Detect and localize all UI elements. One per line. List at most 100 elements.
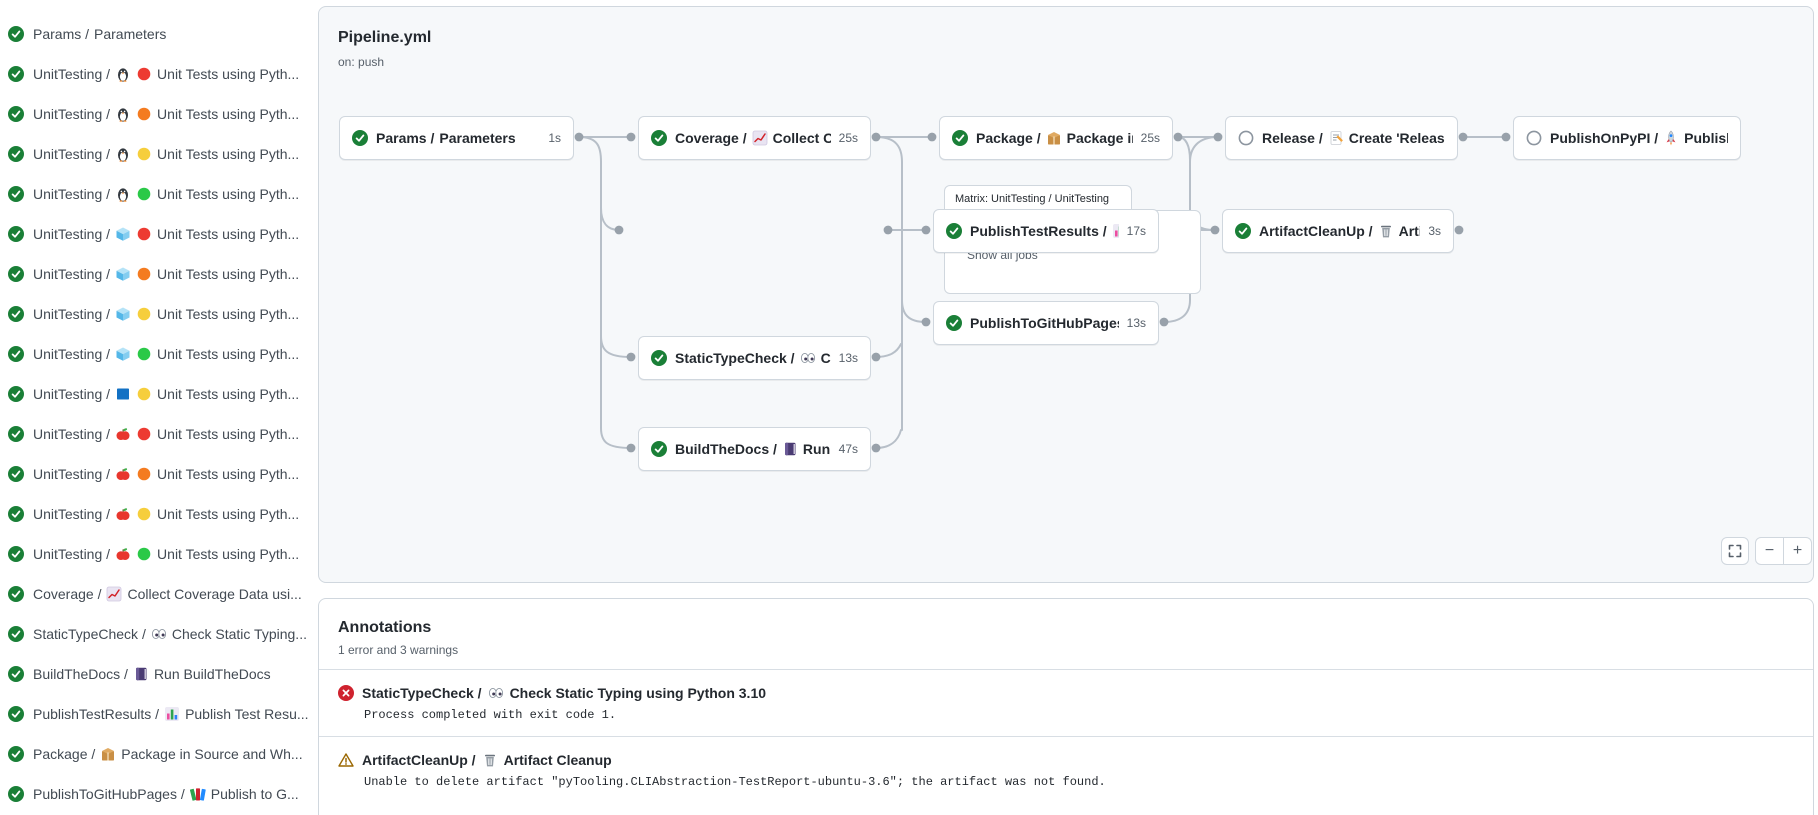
zoom-control-group: − +	[1755, 537, 1812, 565]
sidebar-job-item[interactable]: UnitTesting /Unit Tests using Pyth...	[0, 494, 318, 534]
matrix-tab: Matrix: UnitTesting / UnitTesting	[944, 185, 1132, 211]
sidebar-job-item[interactable]: UnitTesting /Unit Tests using Pyth...	[0, 294, 318, 334]
sidebar-job-label: UnitTesting /Unit Tests using Pyth...	[33, 146, 300, 162]
sidebar-job-label: Params /Parameters	[33, 26, 167, 42]
check-circle-icon	[8, 746, 24, 762]
sidebar-job-item[interactable]: StaticTypeCheck /Check Static Typing...	[0, 614, 318, 654]
check-circle-icon	[8, 786, 24, 802]
zoom-in-button[interactable]: +	[1792, 542, 1803, 559]
annotation-detail: Process completed with exit code 1.	[364, 708, 617, 722]
graph-node-release[interactable]: Release /Create 'Release P...	[1225, 116, 1458, 160]
check-circle-icon	[8, 146, 24, 162]
graph-node-label: Params /Parameters	[376, 130, 516, 146]
sidebar-job-item[interactable]: Coverage /Collect Coverage Data usi...	[0, 574, 318, 614]
sidebar-job-item[interactable]: UnitTesting /Unit Tests using Pyth...	[0, 254, 318, 294]
sidebar-job-label: UnitTesting /Unit Tests using Pyth...	[33, 506, 300, 522]
job-duration: 25s	[1140, 131, 1160, 145]
job-duration: 25s	[838, 131, 858, 145]
book-icon	[782, 441, 798, 457]
check-circle-icon	[8, 186, 24, 202]
rocket-icon	[1663, 130, 1679, 146]
sidebar-job-item[interactable]: UnitTesting /Unit Tests using Pyth...	[0, 454, 318, 494]
check-circle-icon	[8, 346, 24, 362]
ice-cube-icon	[115, 226, 131, 242]
package-icon	[1046, 130, 1062, 146]
fullscreen-button[interactable]	[1721, 537, 1749, 565]
check-circle-icon	[651, 350, 667, 366]
check-circle-icon	[952, 130, 968, 146]
sidebar-job-item[interactable]: Package /Package in Source and Wh...	[0, 734, 318, 774]
sidebar-job-item[interactable]: UnitTesting /Unit Tests using Pyth...	[0, 94, 318, 134]
wastebasket-icon	[482, 752, 498, 768]
eyes-icon	[151, 626, 167, 642]
check-circle-icon	[8, 266, 24, 282]
dot-green-icon	[136, 186, 152, 202]
graph-node-label: Package /Package in So...	[976, 130, 1133, 146]
check-circle-icon	[8, 586, 24, 602]
graph-node-coverage[interactable]: Coverage /Collect Cove... 25s	[638, 116, 871, 160]
zoom-out-button[interactable]: −	[1764, 542, 1775, 559]
sidebar-job-item[interactable]: UnitTesting /Unit Tests using Pyth...	[0, 334, 318, 374]
dot-yellow-icon	[136, 386, 152, 402]
warn-triangle-icon	[338, 752, 354, 768]
books-icon	[189, 786, 206, 802]
dot-red-icon	[136, 426, 152, 442]
graph-node-publishonpypi[interactable]: PublishOnPyPI /Publish to ...	[1513, 116, 1741, 160]
sidebar-job-label: UnitTesting /Unit Tests using Pyth...	[33, 386, 300, 402]
check-circle-icon	[8, 466, 24, 482]
apple-icon	[115, 506, 131, 522]
graph-node-label: Release /Create 'Release P...	[1262, 130, 1445, 146]
book-icon	[133, 666, 149, 682]
graph-node-statictypecheck[interactable]: StaticTypeCheck /Chec...13s	[638, 336, 871, 380]
sidebar-job-item[interactable]: PublishTestResults /Publish Test Resu...	[0, 694, 318, 734]
dot-yellow-icon	[136, 506, 152, 522]
sidebar-job-item[interactable]: UnitTesting /Unit Tests using Pyth...	[0, 414, 318, 454]
check-circle-icon	[946, 223, 962, 239]
sidebar-job-label: UnitTesting /Unit Tests using Pyth...	[33, 106, 300, 122]
sidebar-job-label: PublishToGitHubPages /Publish to G...	[33, 786, 299, 802]
sidebar-job-item[interactable]: PublishToGitHubPages /Publish to G...	[0, 774, 318, 814]
sidebar-job-label: UnitTesting /Unit Tests using Pyth...	[33, 66, 300, 82]
sidebar-job-item[interactable]: Params /Parameters	[0, 14, 318, 54]
apple-icon	[115, 466, 131, 482]
ice-cube-icon	[115, 306, 131, 322]
job-duration: 13s	[1126, 316, 1146, 330]
graph-node-label: StaticTypeCheck /Chec...	[675, 350, 831, 366]
check-circle-icon	[8, 626, 24, 642]
graph-node-label: ArtifactCleanUp /Artifac...	[1259, 223, 1420, 239]
check-circle-icon	[1235, 223, 1251, 239]
graph-node-buildthedocs[interactable]: BuildTheDocs /Run Buil...47s	[638, 427, 871, 471]
graph-node-label: Coverage /Collect Cove...	[675, 130, 831, 146]
annotation-detail: Unable to delete artifact "pyTooling.CLI…	[364, 775, 1106, 789]
sidebar-job-item[interactable]: UnitTesting /Unit Tests using Pyth...	[0, 134, 318, 174]
sidebar-job-item[interactable]: UnitTesting /Unit Tests using Pyth...	[0, 174, 318, 214]
annotations-list: StaticTypeCheck /Check Static Typing usi…	[319, 669, 1813, 803]
sidebar-job-label: UnitTesting /Unit Tests using Pyth...	[33, 266, 300, 282]
sidebar-job-label: PublishTestResults /Publish Test Resu...	[33, 706, 309, 722]
graph-node-publishtestresults[interactable]: PublishTestResults /Pu...17s	[933, 209, 1159, 253]
graph-node-artifactcleanup[interactable]: ArtifactCleanUp /Artifac...3s	[1222, 209, 1454, 253]
annotations-header: Annotations 1 error and 3 warnings	[319, 599, 1813, 669]
bar-chart-icon	[1112, 223, 1119, 239]
sidebar-job-label: StaticTypeCheck /Check Static Typing...	[33, 626, 307, 642]
check-circle-icon	[8, 426, 24, 442]
dot-green-icon	[136, 546, 152, 562]
sidebar-job-label: Coverage /Collect Coverage Data usi...	[33, 586, 302, 602]
graph-node-label: PublishTestResults /Pu...	[970, 223, 1119, 239]
graph-node-publishtogithubpages[interactable]: PublishToGitHubPages /...13s	[933, 301, 1159, 345]
eyes-icon	[800, 350, 816, 366]
sidebar-job-label: UnitTesting /Unit Tests using Pyth...	[33, 546, 300, 562]
penguin-icon	[115, 66, 131, 82]
graph-node-package[interactable]: Package /Package in So... 25s	[939, 116, 1173, 160]
sidebar-job-item[interactable]: UnitTesting /Unit Tests using Pyth...	[0, 374, 318, 414]
workflow-file-title: Pipeline.yml	[338, 29, 432, 46]
line-chart-icon	[752, 130, 768, 146]
sidebar-job-item[interactable]: UnitTesting /Unit Tests using Pyth...	[0, 534, 318, 574]
zoom-divider	[1783, 538, 1784, 564]
sidebar-job-item[interactable]: BuildTheDocs /Run BuildTheDocs	[0, 654, 318, 694]
eyes-icon	[488, 685, 504, 701]
sidebar-job-item[interactable]: UnitTesting /Unit Tests using Pyth...	[0, 54, 318, 94]
sidebar-job-item[interactable]: UnitTesting /Unit Tests using Pyth...	[0, 214, 318, 254]
